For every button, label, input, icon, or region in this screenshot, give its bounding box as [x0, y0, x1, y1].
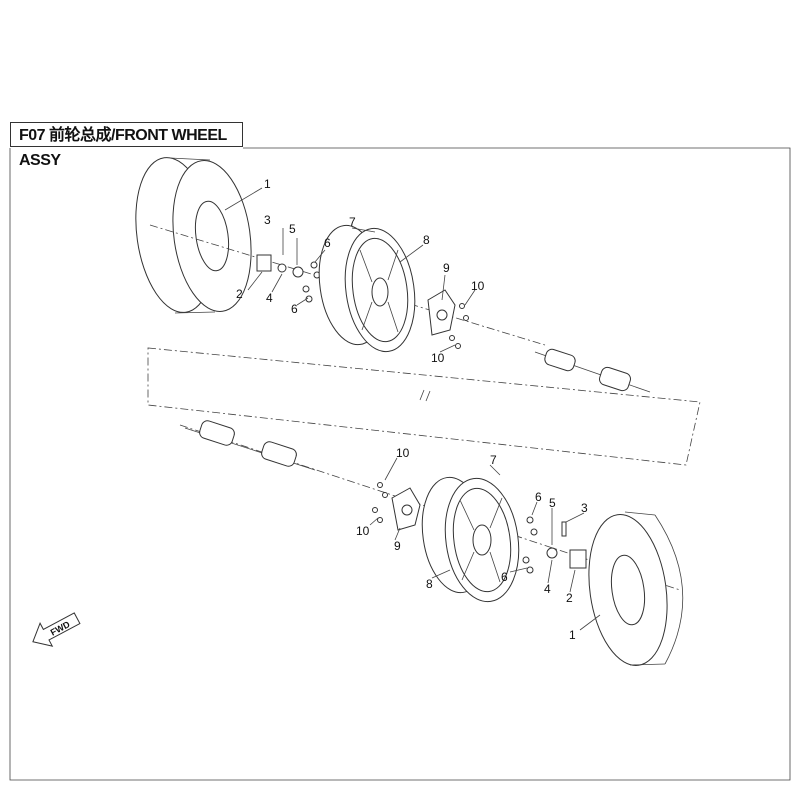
callout-10b: 10: [356, 524, 370, 538]
rim-lower: [421, 476, 520, 603]
callout-1: 1: [569, 628, 576, 642]
callout-10: 10: [471, 279, 485, 293]
lower-wheel-assembly: 10 7 6 5 3 10 9 6 4 2 8 1: [179, 420, 684, 666]
callout-5: 5: [289, 222, 296, 236]
tire-upper: [135, 157, 252, 314]
leader-lines-upper: [224, 187, 476, 353]
callout-2: 2: [566, 591, 573, 605]
upper-wheel-assembly: 1 3 5 6 7 8 9 10 2 4 6 10: [135, 157, 651, 393]
callout-4: 4: [266, 291, 273, 305]
callout-6: 6: [535, 490, 542, 504]
axis-line: [149, 224, 546, 346]
callout-4: 4: [544, 582, 551, 596]
hub-upper: [427, 289, 469, 349]
tire-lower: [588, 511, 684, 666]
callout-6: 6: [324, 236, 331, 250]
callout-7: 7: [490, 453, 497, 467]
callout-10b: 10: [431, 351, 445, 365]
callout-6b: 6: [501, 570, 508, 584]
callout-2: 2: [236, 287, 243, 301]
diagram-title: F07 前轮总成/FRONT WHEEL ASSY: [10, 122, 243, 169]
drive-shaft-upper: [534, 348, 651, 393]
callout-7: 7: [349, 215, 356, 229]
callout-8: 8: [426, 577, 433, 591]
callout-1: 1: [264, 177, 271, 191]
callout-8: 8: [423, 233, 430, 247]
connection-loop: [147, 347, 701, 466]
forward-direction-arrow: FWD: [32, 612, 81, 647]
callout-6b: 6: [291, 302, 298, 316]
rim-upper: [318, 224, 416, 353]
drive-shaft-lower: [184, 420, 316, 471]
callout-10: 10: [396, 446, 410, 460]
hub-nut-lower: [522, 516, 587, 574]
callout-9: 9: [443, 261, 450, 275]
callout-5: 5: [549, 496, 556, 510]
callout-3: 3: [264, 213, 271, 227]
callout-9: 9: [394, 539, 401, 553]
callout-3: 3: [581, 501, 588, 515]
frame-border: [9, 147, 791, 781]
hub-lower: [372, 482, 421, 531]
leader-lines-lower: [369, 457, 601, 631]
